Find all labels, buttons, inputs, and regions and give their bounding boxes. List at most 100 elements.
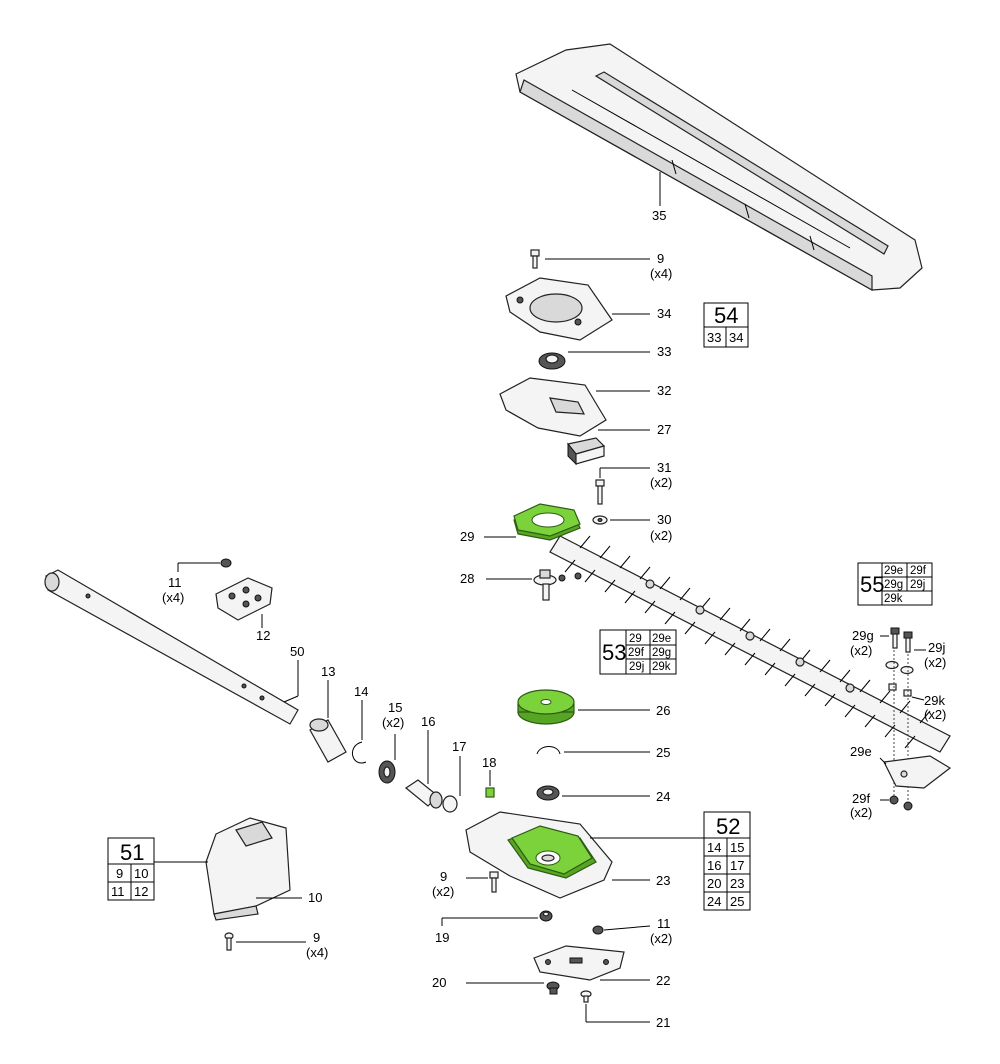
part-screw-9-mid[interactable]: [489, 871, 499, 893]
kit-54-cell-2: 34: [729, 330, 743, 345]
label-11-bottom: 11: [657, 916, 671, 931]
part-screw-31[interactable]: [595, 479, 605, 505]
label-9-top: 9: [657, 251, 664, 266]
label-29j: 29j: [928, 640, 945, 655]
part-bearing-24[interactable]: [536, 785, 560, 801]
label-25: 25: [656, 745, 670, 760]
kit-53-cell-6: 29k: [652, 661, 671, 673]
part-bolt-29g[interactable]: [890, 627, 900, 649]
label-35: 35: [652, 208, 666, 223]
label-34: 34: [657, 306, 671, 321]
label-21: 21: [656, 1015, 670, 1030]
label-30-qty: (x2): [650, 528, 672, 543]
part-plate-29e[interactable]: [883, 755, 952, 789]
part-nut-19[interactable]: [539, 910, 553, 922]
label-29e: 29e: [850, 744, 872, 759]
label-14: 14: [354, 684, 368, 699]
kit-box-52: 52 14 15 16 17 20 23 24 25: [703, 811, 751, 911]
label-18: 18: [482, 755, 496, 770]
kit-box-51: 51 9 10 11 12: [107, 837, 155, 901]
part-fitting-18[interactable]: [485, 787, 495, 798]
part-gear-26[interactable]: [517, 689, 575, 725]
label-31-qty: (x2): [650, 475, 672, 490]
part-nut-29f[interactable]: [889, 795, 913, 811]
kit-55-title: 55: [860, 572, 884, 597]
label-12: 12: [256, 628, 270, 643]
kit-52-title: 52: [716, 814, 740, 839]
kit-52-cell-6: 23: [730, 876, 744, 891]
kit-51-cell-2: 10: [134, 866, 148, 881]
part-bearing-15[interactable]: [378, 760, 396, 784]
part-blade-29[interactable]: [549, 535, 951, 753]
kit-53-cell-5: 29j: [629, 661, 644, 673]
kit-55-cell-2: 29f: [910, 565, 927, 577]
label-9-top-qty: (x4): [650, 266, 672, 281]
part-screw-21[interactable]: [580, 990, 592, 1003]
label-17: 17: [452, 739, 466, 754]
label-29g-qty: (x2): [850, 643, 872, 658]
part-screw-9-bottom[interactable]: [224, 932, 234, 951]
label-11-top-qty: (x4): [162, 590, 184, 605]
part-clamp-12[interactable]: [215, 577, 273, 621]
part-nut-11-bottom[interactable]: [592, 925, 604, 935]
part-screw-9-top[interactable]: [530, 249, 540, 269]
part-cover-plate-34[interactable]: [505, 277, 613, 341]
label-24: 24: [656, 789, 670, 804]
part-block-27[interactable]: [566, 437, 606, 466]
kit-51-cell-3: 11: [111, 884, 125, 899]
label-15-qty: (x2): [382, 715, 404, 730]
kit-55-cell-1: 29e: [884, 565, 903, 577]
part-blade-guard-35[interactable]: [515, 43, 923, 292]
label-29: 29: [460, 529, 474, 544]
label-9-bottom-qty: (x4): [306, 945, 328, 960]
kit-51-title: 51: [120, 840, 144, 865]
kit-55-cell-5: 29k: [884, 593, 903, 605]
part-gearbox-23[interactable]: [465, 811, 613, 899]
label-30: 30: [657, 512, 671, 527]
part-bearing-33[interactable]: [538, 352, 566, 370]
label-20: 20: [432, 975, 446, 990]
part-cap-17[interactable]: [442, 795, 458, 813]
label-29j-qty: (x2): [924, 655, 946, 670]
part-hand-guard-10[interactable]: [205, 817, 291, 921]
part-shaft-16[interactable]: [404, 779, 443, 809]
part-circlip-25[interactable]: [536, 746, 561, 755]
kit-53-title: 53: [602, 640, 626, 665]
kit-53-cell-2: 29e: [652, 633, 671, 645]
label-33: 33: [657, 344, 671, 359]
part-tube-50[interactable]: [44, 569, 299, 725]
kit-51-cell-4: 12: [134, 884, 148, 899]
kit-box-53: 53 29 29e 29f 29g 29j 29k: [599, 629, 677, 675]
label-9-mid-qty: (x2): [432, 884, 454, 899]
part-washer-29j[interactable]: [885, 660, 914, 675]
label-50: 50: [290, 644, 304, 659]
label-15: 15: [388, 700, 402, 715]
part-drive-link-29-green[interactable]: [513, 503, 581, 541]
kit-box-55: 55 29e 29f 29g 29j 29k: [857, 562, 933, 606]
label-9-mid: 9: [440, 869, 447, 884]
kit-51-cell-1: 9: [116, 866, 123, 881]
kit-52-cell-8: 25: [730, 894, 744, 909]
label-9-bottom: 9: [313, 930, 320, 945]
label-29f-qty: (x2): [850, 805, 872, 820]
kit-52-cell-5: 20: [707, 876, 721, 891]
label-29f: 29f: [852, 791, 870, 806]
part-eccentric-28[interactable]: [533, 569, 582, 601]
label-11-bottom-qty: (x2): [650, 931, 672, 946]
part-circlip-14[interactable]: [352, 741, 367, 764]
part-lower-plate-22[interactable]: [533, 945, 625, 981]
label-29k: 29k: [924, 693, 945, 708]
part-washer-30[interactable]: [592, 515, 608, 525]
kit-box-54: 54 33 34: [703, 302, 749, 348]
part-nut-20[interactable]: [546, 981, 560, 995]
kit-55-cell-3: 29g: [884, 579, 903, 591]
kit-54-title: 54: [714, 303, 738, 328]
part-nut-11-top[interactable]: [220, 558, 232, 568]
label-29g: 29g: [852, 628, 874, 643]
part-bolt-29j[interactable]: [903, 631, 913, 653]
part-gasket-32[interactable]: [499, 377, 607, 437]
kit-52-cell-3: 16: [707, 858, 721, 873]
part-bushing-13[interactable]: [309, 718, 347, 763]
label-10: 10: [308, 890, 322, 905]
